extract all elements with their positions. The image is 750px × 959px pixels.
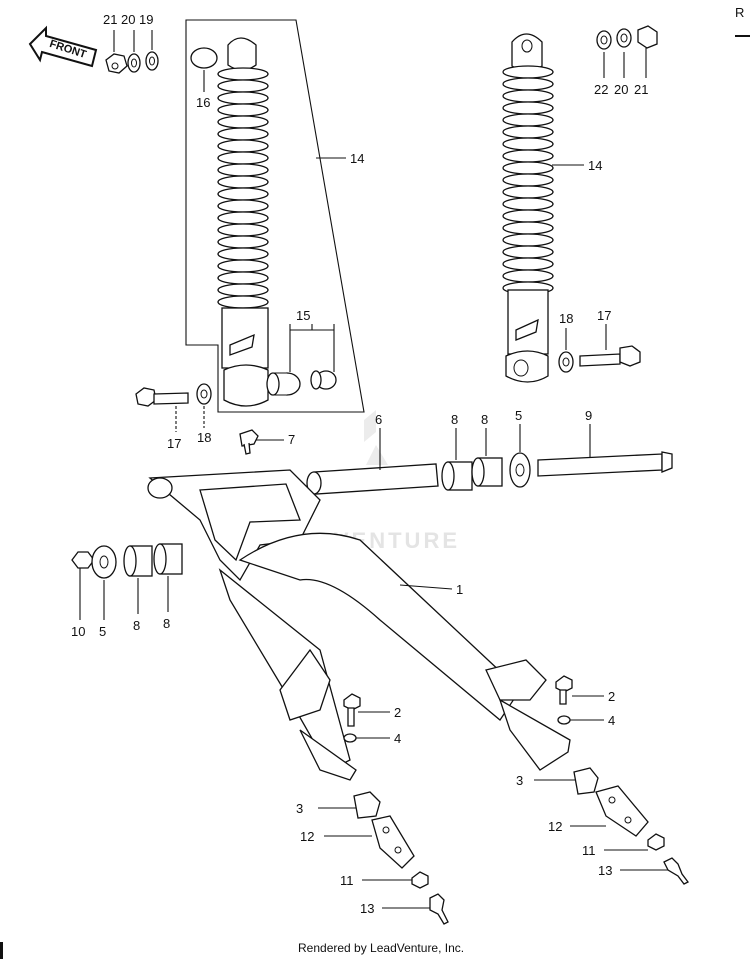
callout-4-left: 4 [394, 731, 401, 746]
pivot-sleeve [306, 463, 439, 495]
spring-coil [502, 149, 554, 163]
spring-coil [502, 185, 554, 199]
callout-6: 6 [375, 412, 382, 427]
spring-coil [502, 209, 554, 223]
callout-8-d: 8 [163, 616, 170, 631]
edge-mark [0, 942, 3, 959]
callout-22-right: 22 [594, 82, 608, 97]
callout-12-right: 12 [548, 819, 562, 834]
callout-21-right: 21 [634, 82, 648, 97]
bolt-17-left [135, 383, 212, 407]
front-arrow-icon: FRONT [28, 25, 98, 68]
callout-4-right: 4 [608, 713, 615, 728]
spring-coil [217, 295, 269, 309]
spring-coil [502, 125, 554, 139]
spring-coil [217, 223, 269, 237]
callout-8-a: 8 [451, 412, 458, 427]
callout-17-right: 17 [597, 308, 611, 323]
spring-coil [502, 245, 554, 259]
shock-group-outline [185, 19, 365, 413]
callout-18-right: 18 [559, 311, 573, 326]
spring-coil [217, 283, 269, 297]
nut-washer-set-right [596, 25, 658, 50]
spring-coil [217, 247, 269, 261]
spring-coil [502, 101, 554, 115]
spring-coil [217, 211, 269, 225]
callout-9: 9 [585, 408, 592, 423]
callout-18-left: 18 [197, 430, 211, 445]
spring-coil [502, 257, 554, 271]
spring-coil [217, 151, 269, 165]
spring-coil [217, 139, 269, 153]
corner-text: R [735, 5, 744, 20]
callout-3-right: 3 [516, 773, 523, 788]
spring-coil [217, 259, 269, 273]
footer-credit: Rendered by LeadVenture, Inc. [298, 941, 464, 955]
callout-14-left: 14 [350, 151, 364, 166]
spring-coil [217, 67, 269, 81]
spring-coil [217, 199, 269, 213]
spring-coils-right [502, 65, 554, 295]
callout-8-b: 8 [481, 412, 488, 427]
callout-15: 15 [296, 308, 310, 323]
callout-2-left: 2 [394, 705, 401, 720]
hardware-left-lower [343, 693, 449, 925]
swing-arm [147, 469, 571, 781]
spring-coil [217, 235, 269, 249]
callout-11-left: 11 [340, 873, 354, 888]
callout-16: 16 [196, 95, 210, 110]
callout-labels: 21 20 19 16 14 15 17 18 7 6 8 8 5 9 22 2… [71, 12, 648, 916]
callout-13-right: 13 [598, 863, 612, 878]
leader-lines [79, 30, 668, 909]
callout-12-left: 12 [300, 829, 314, 844]
spring-coil [502, 113, 554, 127]
spring-coil [502, 89, 554, 103]
callout-1: 1 [456, 582, 463, 597]
callout-11-right: 11 [582, 843, 596, 858]
callout-13-left: 13 [360, 901, 374, 916]
spring-coil [502, 161, 554, 175]
spring-coil [217, 271, 269, 285]
callout-21-left: 21 [103, 12, 117, 27]
spring-coil [217, 115, 269, 129]
callout-19-left: 19 [139, 12, 153, 27]
callout-17-left: 17 [167, 436, 181, 451]
spring-coil [217, 91, 269, 105]
spring-coil [217, 103, 269, 117]
spring-coil [502, 197, 554, 211]
spring-coil [217, 163, 269, 177]
bearing-set-left [71, 543, 183, 579]
spring-coil [502, 233, 554, 247]
bearing-set-right [441, 452, 531, 491]
callout-20-left: 20 [121, 12, 135, 27]
callout-5-left: 5 [99, 624, 106, 639]
spring-coil [217, 187, 269, 201]
spring-coil [502, 173, 554, 187]
spring-coil [502, 221, 554, 235]
grease-nipple [239, 429, 259, 455]
shock-absorber-left [190, 37, 337, 407]
spring-coil [502, 269, 554, 283]
spring-coil [502, 65, 554, 79]
spring-coil [502, 77, 554, 91]
hardware-right-lower [555, 675, 689, 885]
spring-coils-left [217, 67, 269, 309]
callout-7: 7 [288, 432, 295, 447]
pivot-shaft [537, 451, 673, 477]
spring-coil [217, 127, 269, 141]
callout-5-right: 5 [515, 408, 522, 423]
spring-coil [217, 175, 269, 189]
spring-coil [217, 79, 269, 93]
callout-20-right: 20 [614, 82, 628, 97]
shock-absorber-right [502, 33, 554, 383]
callout-2-right: 2 [608, 689, 615, 704]
spring-coil [502, 137, 554, 151]
callout-3-left: 3 [296, 801, 303, 816]
nut-washer-set-left [105, 51, 159, 74]
callout-10: 10 [71, 624, 85, 639]
bolt-17-right [558, 345, 641, 373]
callout-14-right: 14 [588, 158, 602, 173]
callout-8-c: 8 [133, 618, 140, 633]
